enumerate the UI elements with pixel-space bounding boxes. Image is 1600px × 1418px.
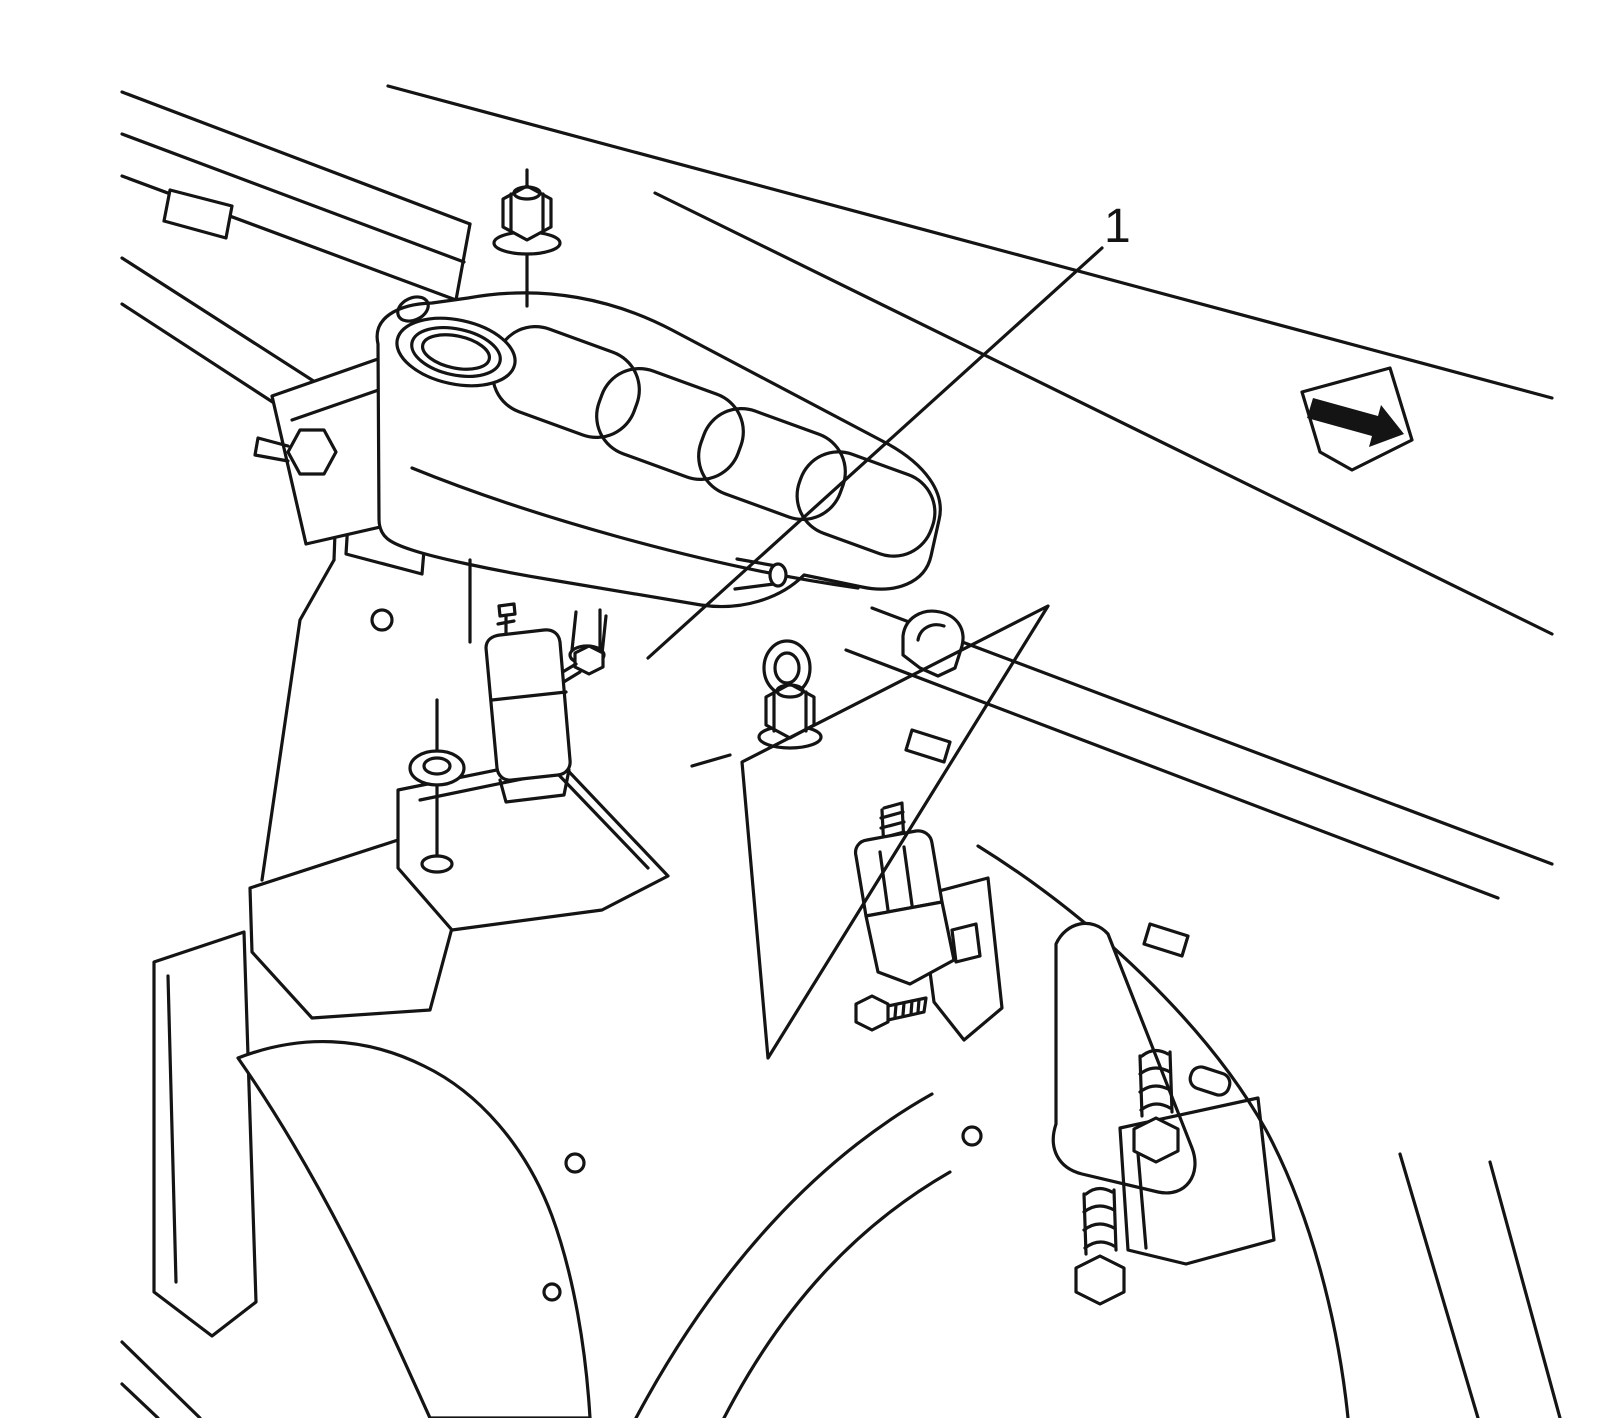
- tank-support-pedestal: [248, 756, 670, 1020]
- mounting-grommet: [408, 698, 466, 874]
- bumper-stud-lower: [1074, 1186, 1126, 1306]
- tank-side-fitting: [733, 557, 788, 591]
- hood-edge-lines: [386, 84, 1554, 636]
- hose-grommet-ring: [762, 639, 812, 697]
- relay-module: [484, 602, 572, 804]
- radiator-support-rail: [120, 90, 472, 302]
- air-duct-shroud: [120, 930, 592, 1418]
- fender-liner: [634, 1092, 983, 1418]
- wheelhouse-panel: [976, 844, 1562, 1418]
- filler-neck: [395, 295, 517, 388]
- bumper-stud-upper: [1132, 1048, 1180, 1164]
- upper-tie-bar: [844, 606, 1554, 958]
- retainer-clip: [901, 609, 965, 678]
- callout-1: 1: [646, 200, 1131, 660]
- direction-arrow-icon: [1300, 366, 1414, 472]
- callout-1-label: 1: [1104, 200, 1131, 253]
- sensor-assembly: [853, 801, 1004, 1042]
- tank-stud-nut: [492, 168, 562, 308]
- sensor-bolt: [854, 994, 928, 1032]
- multi-callout-pointer: [740, 604, 1050, 1060]
